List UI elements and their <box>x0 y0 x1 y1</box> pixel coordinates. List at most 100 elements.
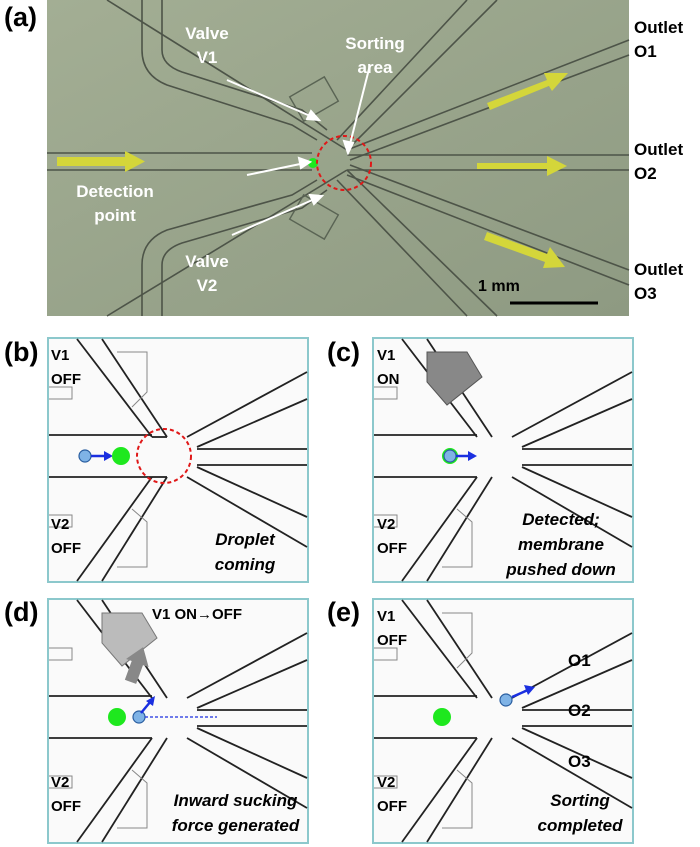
panel-c-caption-line1: Detected; <box>522 510 600 529</box>
droplet <box>78 449 92 463</box>
outlet-o1-line1: Outlet <box>634 18 684 37</box>
valve-v1-membrane-pressed <box>426 351 483 406</box>
panel-d-channels <box>49 599 308 843</box>
sorting-area-line2: area <box>357 58 393 77</box>
panel-d-v2-name: V2 <box>51 774 70 791</box>
panel-c-label: (c) <box>327 337 360 367</box>
panel-b-caption-line1: Droplet <box>215 530 275 549</box>
droplet <box>443 449 457 463</box>
droplet-arrowhead <box>104 451 113 461</box>
panel-c-v1-state: V1 ON <box>377 344 400 392</box>
panel-e-outlet-o3: O3 <box>568 752 591 771</box>
sorting-area-circle <box>316 135 372 191</box>
panel-c-v2-state: V2 OFF <box>377 513 407 561</box>
sorting-area-circle <box>136 428 192 484</box>
panel-e-v2-name: V2 <box>377 774 396 791</box>
panel-b-caption-line2: coming <box>214 555 276 574</box>
panel-b-channels <box>49 338 308 582</box>
panel-e-v1-state: V1 OFF <box>377 605 407 653</box>
panel-c-valve-outlines <box>374 386 473 568</box>
panel-e-caption: Sorting completed <box>530 788 630 838</box>
panel-d-v2-status: OFF <box>51 798 81 815</box>
panel-a-micrograph <box>47 0 630 317</box>
panel-e-outlet-o1: O1 <box>568 651 591 670</box>
panel-c-v1-status: ON <box>377 371 400 388</box>
outlet-o1-line2: O1 <box>634 42 657 61</box>
panel-e-channels <box>374 599 633 843</box>
droplet <box>499 693 513 707</box>
flow-arrows <box>57 73 568 268</box>
valve-v2-line1: Valve <box>185 252 229 271</box>
annotation-arrows <box>226 64 371 236</box>
panel-d-v2-state: V2 OFF <box>51 771 81 819</box>
panel-b-frame <box>47 337 309 583</box>
droplet-arrowhead <box>468 451 477 461</box>
panel-e-frame <box>372 598 634 844</box>
panel-b-diagram <box>47 337 309 583</box>
outlet-o3-line1: Outlet <box>634 260 684 279</box>
valve-v1-label: Valve V1 <box>172 22 242 70</box>
detection-point <box>433 708 451 726</box>
panel-b-v1-state: V1 OFF <box>51 344 81 392</box>
panel-c-caption: Detected; membrane pushed down <box>490 507 632 582</box>
panel-b-v2-name: V2 <box>51 516 70 533</box>
microchannels <box>47 0 630 317</box>
panel-c-diagram <box>372 337 634 583</box>
valve-v2-line2: V2 <box>196 276 218 295</box>
panel-c-v2-status: OFF <box>377 540 407 557</box>
panel-b-v2-state: V2 OFF <box>51 513 81 561</box>
panel-c-caption-line3: pushed down <box>506 560 616 579</box>
panel-e-caption-line1: Sorting <box>550 791 610 810</box>
panel-a-label: (a) <box>4 2 37 32</box>
panel-d-frame <box>47 598 309 844</box>
panel-b-valve-outlines <box>49 351 148 568</box>
panel-e-caption-line2: completed <box>537 816 623 835</box>
panel-e-outlet-o2: O2 <box>568 701 591 720</box>
membrane-retract-arrow <box>124 647 149 684</box>
panel-d-label: (d) <box>4 597 39 627</box>
panel-e-v1-name: V1 <box>377 608 396 625</box>
droplet <box>132 710 146 724</box>
droplet-arrowhead <box>524 685 535 695</box>
detection-point-label: Detection point <box>60 180 170 228</box>
panel-c-v2-name: V2 <box>377 516 396 533</box>
sorting-area-label: Sorting area <box>330 32 420 80</box>
panel-b-v1-status: OFF <box>51 371 81 388</box>
panel-c-caption-line2: membrane <box>518 535 604 554</box>
outlet-o2-label: Outlet O2 <box>634 138 683 186</box>
valve-v2-label: Valve V2 <box>172 250 242 298</box>
micrograph-background <box>47 0 629 316</box>
detection-point <box>308 158 318 168</box>
panel-d-caption-line1: Inward sucking <box>173 791 298 810</box>
detection-line2: point <box>94 206 136 225</box>
outlet-o1-label: Outlet O1 <box>634 16 683 64</box>
valve-v1-line1: Valve <box>185 24 229 43</box>
detection-point <box>112 447 130 465</box>
panel-d-diagram <box>47 598 309 844</box>
panel-b-v2-status: OFF <box>51 540 81 557</box>
panel-b-caption: Droplet coming <box>195 527 295 577</box>
panel-d-caption: Inward sucking force generated <box>163 788 308 838</box>
droplet-arrowhead <box>146 696 155 706</box>
panel-e-v2-status: OFF <box>377 798 407 815</box>
detection-line1: Detection <box>76 182 154 201</box>
panel-e-v1-status: OFF <box>377 632 407 649</box>
panel-c-v1-name: V1 <box>377 347 396 364</box>
panel-c-frame <box>372 337 634 583</box>
sorting-area-line1: Sorting <box>345 34 405 53</box>
scale-bar-label: 1 mm <box>478 278 520 295</box>
panel-e-valve-outlines <box>374 612 473 829</box>
outlet-o3-line2: O3 <box>634 284 657 303</box>
panel-e-label: (e) <box>327 597 360 627</box>
panel-e-v2-state: V2 OFF <box>377 771 407 819</box>
outlet-o3-label: Outlet O3 <box>634 258 683 306</box>
panel-e-diagram <box>372 598 634 844</box>
detection-point <box>108 708 126 726</box>
panel-d-valve-outlines <box>49 647 148 829</box>
panel-d-v1-state: V1 ON→OFF <box>152 606 243 623</box>
panel-d-caption-line2: force generated <box>171 816 300 835</box>
panel-b-v1-name: V1 <box>51 347 70 364</box>
droplet-velocity-arrow <box>511 688 529 699</box>
valve-v1-line2: V1 <box>196 48 218 67</box>
panel-b-label: (b) <box>4 337 39 367</box>
